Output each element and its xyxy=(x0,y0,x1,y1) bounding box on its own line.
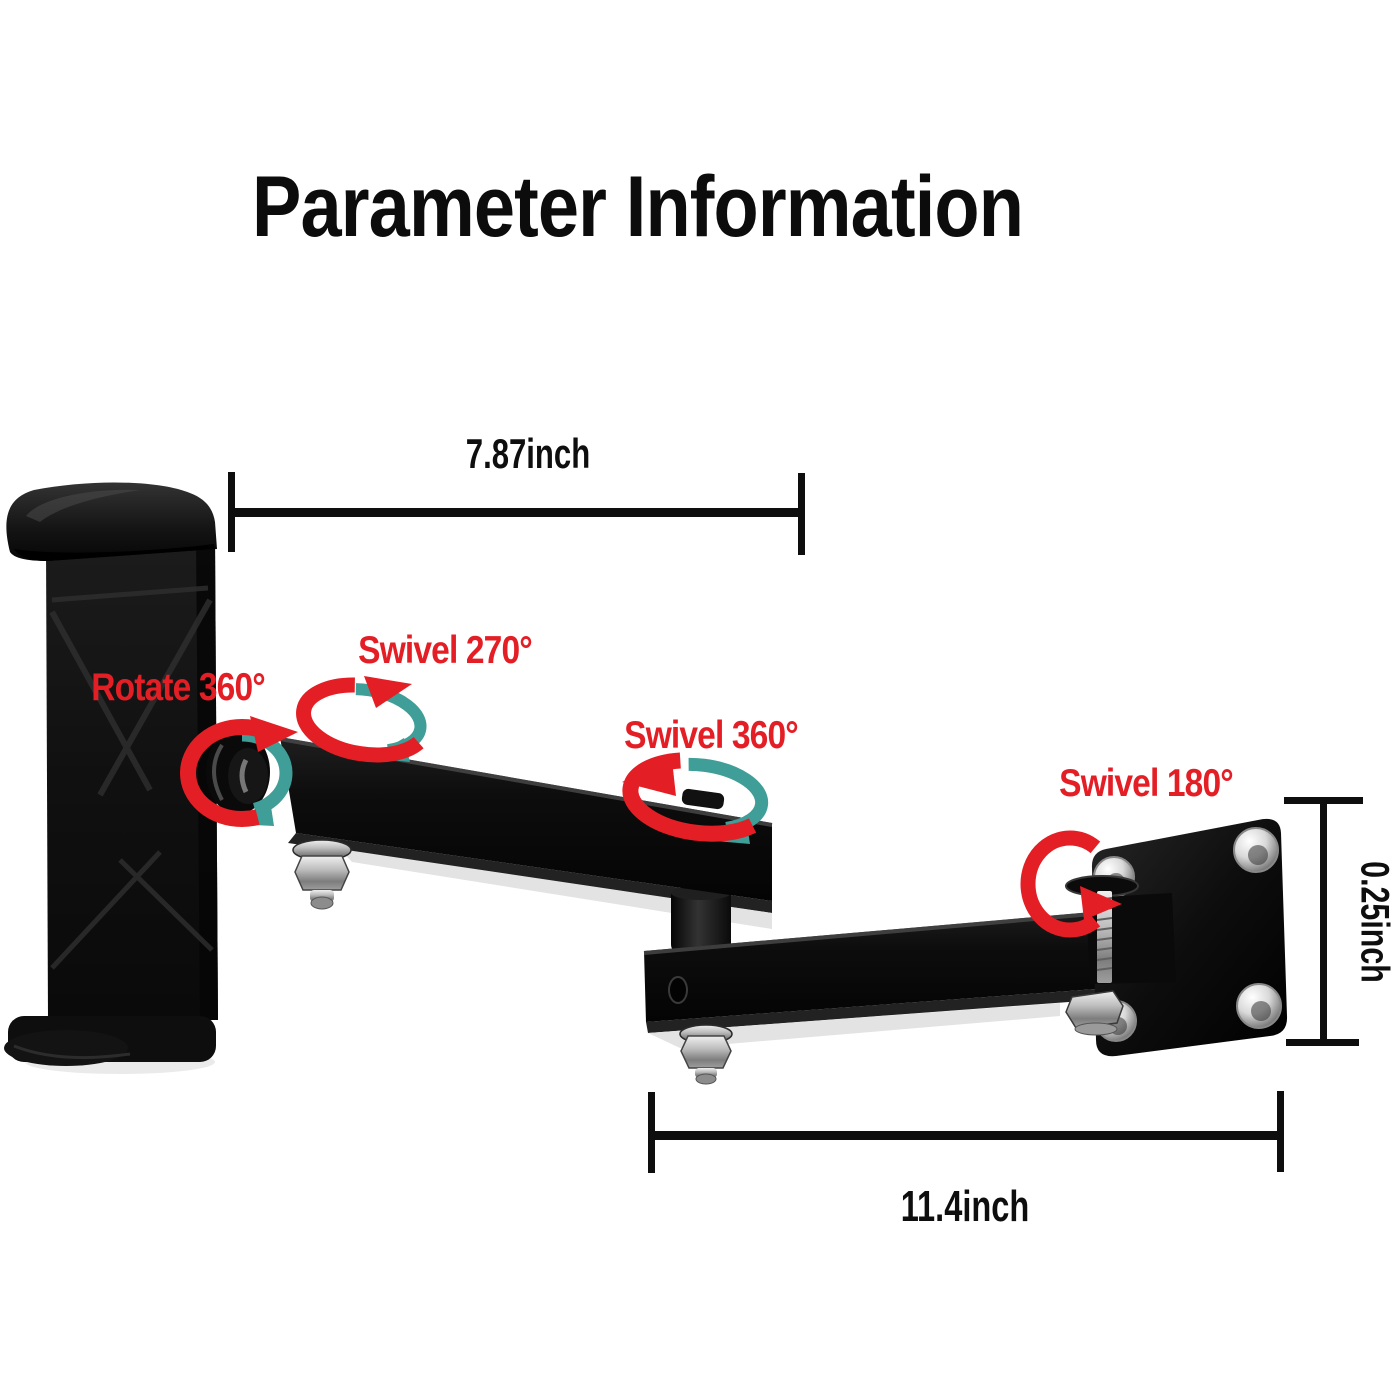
wall-plate-thickness-label: 0.25inch xyxy=(1352,861,1397,983)
hinge-hex-nut xyxy=(1065,990,1124,1029)
plate-dim-line xyxy=(1320,799,1327,1045)
lower-arm-hole xyxy=(668,976,688,1004)
upper-arm-bolt xyxy=(292,839,352,910)
holder-ridges xyxy=(49,585,214,970)
tablet-holder xyxy=(4,482,218,1074)
holder-joint-knob xyxy=(206,730,270,814)
swivel-180-label: Swivel 180° xyxy=(1059,762,1233,805)
upper-arm xyxy=(279,737,773,952)
swivel-360-arrow-icon xyxy=(622,752,778,844)
lower-arm-face xyxy=(644,907,1150,1022)
upper-arm-face xyxy=(280,737,772,901)
wall-bracket-hinge xyxy=(1065,875,1176,1036)
upper-arm-reflection xyxy=(340,849,772,929)
wall-screw xyxy=(1236,983,1282,1029)
lower-arm-reflection xyxy=(648,1003,1060,1048)
upper-arm-pivot-cap xyxy=(681,788,725,810)
upper-arm-length-label: 7.87inch xyxy=(465,430,591,477)
page-title: Parameter Information xyxy=(252,159,1024,255)
elbow-joint xyxy=(671,893,731,952)
swivel-270-arrow-icon xyxy=(296,676,434,763)
upper-arm-dim-line xyxy=(228,508,803,517)
wall-screw xyxy=(1233,827,1279,873)
rotate-360-arrow-icon xyxy=(180,716,304,827)
swivel-360-label: Swivel 360° xyxy=(624,714,798,757)
lower-arm-bolt xyxy=(679,1024,733,1085)
lower-arm xyxy=(643,907,1151,1085)
rotate-360-label: Rotate 360° xyxy=(91,666,265,709)
lower-arm-dim-line xyxy=(649,1131,1283,1140)
lower-arm-length-label: 11.4inch xyxy=(900,1182,1030,1231)
swivel-180-arrow-icon xyxy=(1020,830,1122,938)
swivel-270-label: Swivel 270° xyxy=(358,629,532,672)
